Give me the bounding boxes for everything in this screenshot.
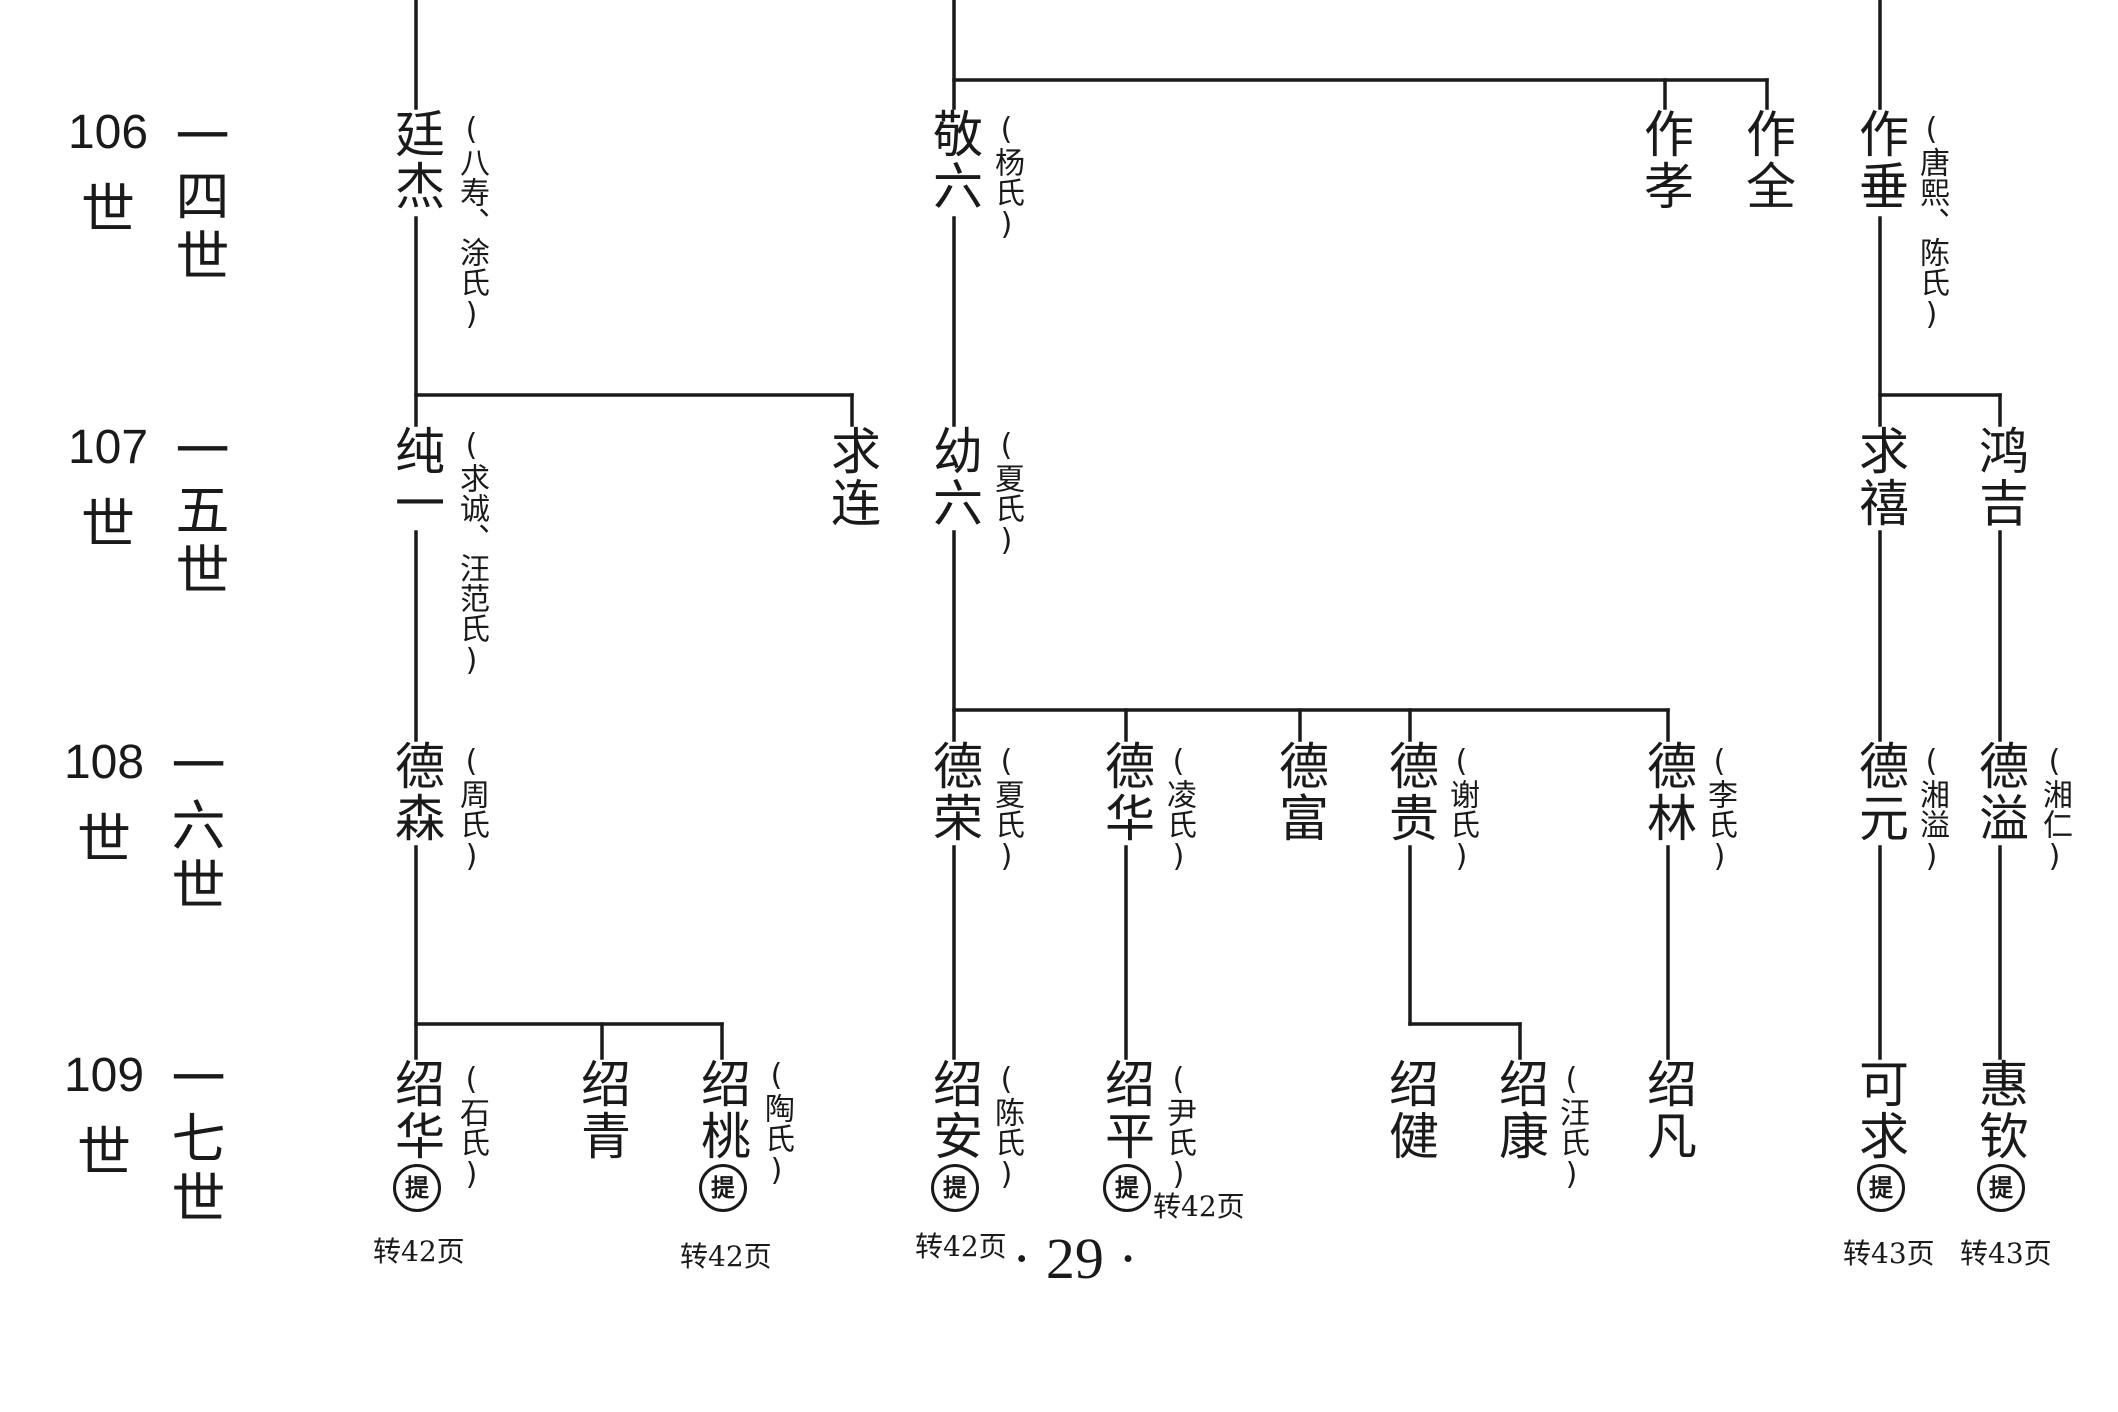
spouse-note: (汪氏) <box>1554 1062 1589 1192</box>
person-name: 德华 <box>1097 740 1155 844</box>
spouse-note: (唐熙、陈氏) <box>1914 112 1949 332</box>
generation-number-108: 108 <box>63 736 145 789</box>
page-number: · 29 · <box>1012 1226 1138 1291</box>
page-reference: 转43页 <box>1843 1237 1935 1270</box>
person-name: 求连 <box>823 425 881 529</box>
generation-rel-107: 一五世 <box>166 422 229 602</box>
ti-mark: 提 <box>1857 1164 1905 1212</box>
page-reference: 转42页 <box>1153 1190 1245 1223</box>
spouse-note: (尹氏) <box>1161 1062 1196 1192</box>
spouse-note: (李氏) <box>1702 744 1737 874</box>
page-reference: 转42页 <box>915 1230 1007 1263</box>
person-name: 绍健 <box>1381 1058 1439 1162</box>
generation-shi-108: 世 <box>77 808 131 871</box>
person-name: 德溢 <box>1971 740 2029 844</box>
generation-rel-106: 一四世 <box>166 108 229 288</box>
person-name: 德森 <box>387 740 445 844</box>
spouse-note: (周氏) <box>454 744 489 874</box>
person-name: 德元 <box>1851 740 1909 844</box>
person-name: 作全 <box>1738 108 1796 212</box>
spouse-note: (凌氏) <box>1161 744 1196 874</box>
ti-mark: 提 <box>699 1164 747 1212</box>
ti-mark: 提 <box>931 1164 979 1212</box>
page-reference: 转43页 <box>1960 1237 2052 1270</box>
person-name: 可求 <box>1851 1058 1909 1162</box>
person-name: 德贵 <box>1381 740 1439 844</box>
ti-mark: 提 <box>1977 1164 2025 1212</box>
spouse-note: (石氏) <box>454 1062 489 1192</box>
person-name: 德荣 <box>925 740 983 844</box>
spouse-note: (陶氏) <box>759 1058 794 1188</box>
generation-number-107: 107 <box>67 421 149 474</box>
person-name: 绍桃 <box>693 1058 751 1162</box>
person-name: 绍凡 <box>1639 1058 1697 1162</box>
person-name: 纯一 <box>387 425 445 529</box>
spouse-note: (夏氏) <box>989 744 1024 874</box>
person-name: 作垂 <box>1851 108 1909 212</box>
person-name: 绍平 <box>1097 1058 1155 1162</box>
person-name: 德林 <box>1639 740 1697 844</box>
ti-mark: 提 <box>1103 1164 1151 1212</box>
spouse-note: (陈氏) <box>989 1062 1024 1192</box>
person-name: 绍华 <box>387 1058 445 1162</box>
generation-shi-107: 世 <box>81 493 135 556</box>
spouse-note: (求诚、汪范氏) <box>454 428 489 678</box>
ti-mark: 提 <box>393 1164 441 1212</box>
person-name: 绍安 <box>925 1058 983 1162</box>
person-name: 惠钦 <box>1971 1058 2029 1162</box>
spouse-note: (湘溢) <box>1914 744 1949 874</box>
person-name: 德富 <box>1271 740 1329 844</box>
person-name: 敬六 <box>925 108 983 212</box>
generation-number-109: 109 <box>63 1049 145 1102</box>
spouse-note: (杨氏) <box>989 112 1024 242</box>
person-name: 鸿吉 <box>1971 425 2029 529</box>
person-name: 作孝 <box>1636 108 1694 212</box>
spouse-note: (八寿、涂氏) <box>454 112 489 332</box>
person-name: 求禧 <box>1851 425 1909 529</box>
spouse-note: (夏氏) <box>989 428 1024 558</box>
spouse-note: (谢氏) <box>1444 744 1479 874</box>
person-name: 幼六 <box>925 425 983 529</box>
generation-rel-108: 一六世 <box>162 737 225 917</box>
page-reference: 转42页 <box>680 1240 772 1273</box>
spouse-note: (湘仁) <box>2037 744 2072 874</box>
generation-rel-109: 一七世 <box>162 1050 225 1230</box>
generation-number-106: 106 <box>67 106 149 159</box>
generation-shi-109: 世 <box>77 1121 131 1184</box>
person-name: 绍青 <box>573 1058 631 1162</box>
generation-shi-106: 世 <box>81 178 135 241</box>
person-name: 绍康 <box>1491 1058 1549 1162</box>
person-name: 廷杰 <box>387 108 445 212</box>
page-reference: 转42页 <box>373 1235 465 1268</box>
